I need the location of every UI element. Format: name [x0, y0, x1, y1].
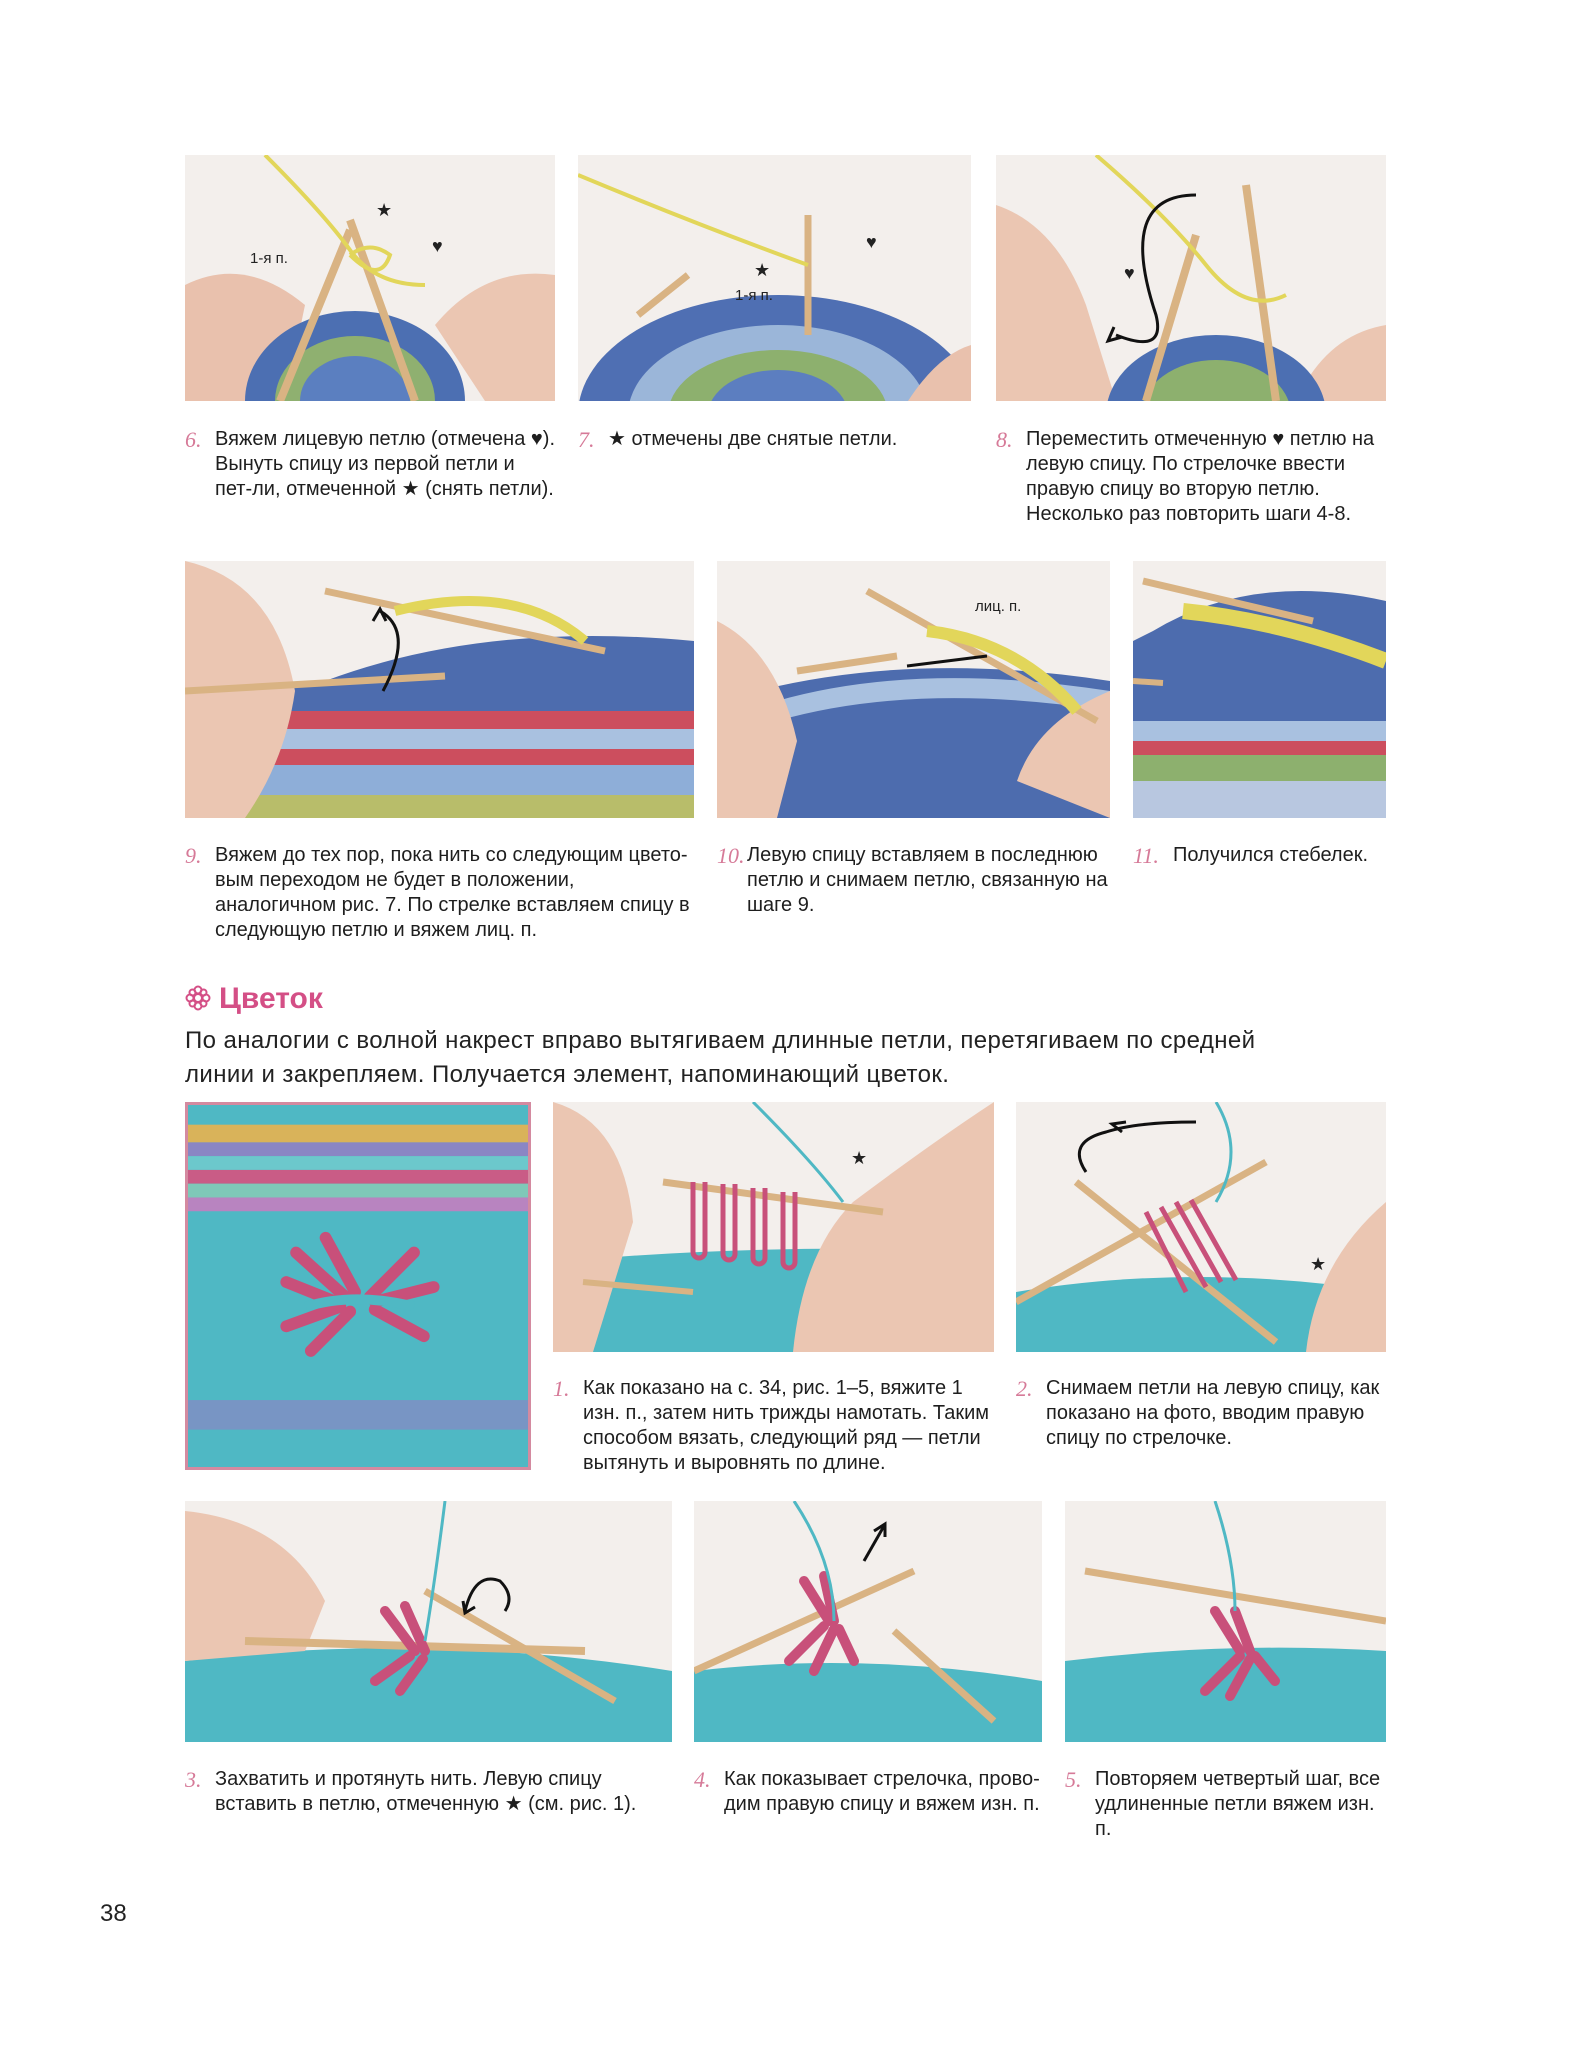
step-text: Повторяем четвертый шаг, все удлиненные …	[1095, 1768, 1381, 1840]
caption-step-9: 9. Вяжем до тех пор, пока нить со следую…	[185, 843, 694, 943]
caption-step-8: 8. Переместить отмеченную ♥ петлю на лев…	[996, 427, 1386, 527]
caption-step-11: 11. Получился стебелек.	[1133, 843, 1386, 868]
photo-flower-step-3	[185, 1501, 672, 1742]
step-number: 6.	[185, 427, 202, 452]
flower-icon	[185, 985, 211, 1011]
caption-step-6: 6. Вяжем лицевую петлю (отмечена ♥). Вын…	[185, 427, 555, 502]
heart-icon: ♥	[1124, 263, 1135, 283]
step-number: 5.	[1065, 1767, 1082, 1792]
heart-icon: ♥	[866, 232, 877, 252]
caption-flower-step-1: 1. Как показано на с. 34, рис. 1–5, вяжи…	[553, 1376, 994, 1476]
photo-flower-step-5	[1065, 1501, 1386, 1742]
caption-flower-step-2: 2. Снимаем петли на левую спицу, как пок…	[1016, 1376, 1386, 1451]
caption-step-10: 10. Левую спицу вставляем в последнюю пе…	[717, 843, 1110, 918]
step-text: ★ отмечены две снятые петли.	[608, 428, 898, 450]
step-text: Захватить и протянуть нить. Левую спицу …	[215, 1768, 637, 1815]
step-number: 4.	[694, 1767, 711, 1792]
step-text: Получился стебелек.	[1173, 844, 1368, 866]
heart-icon: ♥	[432, 236, 443, 256]
star-icon: ★	[376, 200, 393, 220]
star-icon: ★	[754, 260, 771, 280]
step-number: 1.	[553, 1376, 570, 1401]
caption-flower-step-4: 4. Как показывает стрелочка, прово-дим п…	[694, 1767, 1042, 1817]
step-text: Переместить отмеченную ♥ петлю на левую …	[1026, 428, 1375, 525]
photo-flower-step-1	[553, 1102, 994, 1352]
photo-step-6	[185, 155, 555, 401]
step-number: 11.	[1133, 843, 1159, 868]
label-knit-stitch: лиц. п.	[975, 598, 1022, 615]
page-number: 38	[100, 1900, 127, 1927]
photo-step-7	[578, 155, 971, 401]
photo-step-8	[996, 155, 1386, 401]
step-text: Вяжем до тех пор, пока нить со следующим…	[215, 844, 690, 941]
photo-flower-step-2	[1016, 1102, 1386, 1352]
section-title: Цветок	[219, 982, 323, 1015]
step-text: Вяжем лицевую петлю (отмечена ♥). Вынуть…	[215, 428, 555, 500]
step-number: 8.	[996, 427, 1013, 452]
photo-step-11	[1133, 561, 1386, 818]
step-number: 9.	[185, 843, 202, 868]
photo-flower-step-4	[694, 1501, 1042, 1742]
step-text: Как показывает стрелочка, прово-дим прав…	[724, 1768, 1040, 1815]
caption-step-7: 7. ★ отмечены две снятые петли.	[578, 427, 971, 452]
star-icon: ★	[851, 1148, 868, 1168]
label-first-loop: 1-я п.	[250, 250, 288, 267]
step-number: 7.	[578, 427, 595, 452]
caption-flower-step-3: 3. Захватить и протянуть нить. Левую спи…	[185, 1767, 672, 1817]
step-text: Снимаем петли на левую спицу, как показа…	[1046, 1377, 1380, 1449]
step-text: Левую спицу вставляем в последнюю петлю …	[747, 844, 1108, 916]
star-icon: ★	[1310, 1254, 1327, 1274]
section-heading: Цветок	[185, 982, 323, 1016]
caption-flower-step-5: 5. Повторяем четвертый шаг, все удлиненн…	[1065, 1767, 1386, 1842]
section-intro: По аналогии с волной накрест вправо вытя…	[185, 1027, 1256, 1088]
step-number: 3.	[185, 1767, 202, 1792]
photo-step-9	[185, 561, 694, 818]
step-number: 2.	[1016, 1376, 1033, 1401]
label-first-loop: 1-я п.	[735, 287, 773, 304]
photo-step-10	[717, 561, 1110, 818]
step-number: 10.	[717, 843, 745, 868]
photo-flower-result	[185, 1102, 531, 1470]
step-text: Как показано на с. 34, рис. 1–5, вяжите …	[583, 1377, 990, 1474]
